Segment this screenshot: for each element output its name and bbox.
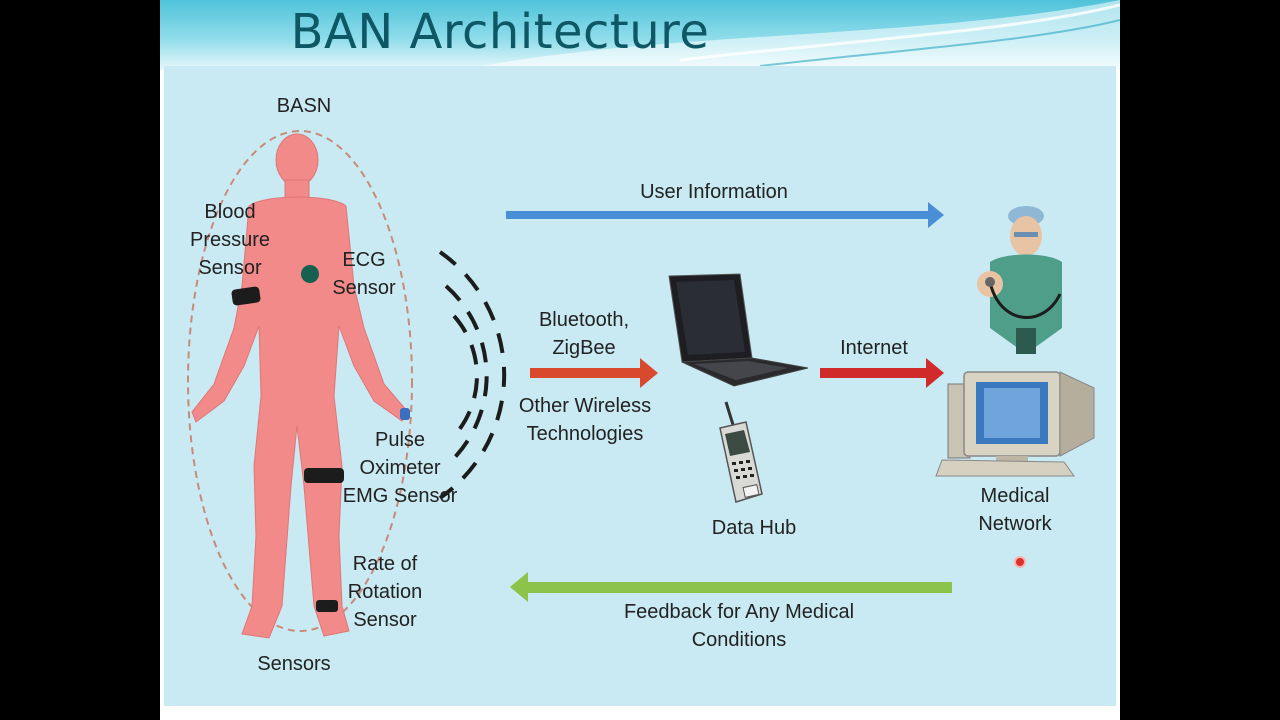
mobile-phone-icon [719, 401, 763, 503]
diagram-graphics [187, 130, 1095, 639]
label-basn: BASN [276, 95, 332, 117]
emg-sensor-band [304, 468, 344, 483]
blood-pressure-band [231, 286, 261, 306]
wireless-signal-icon [438, 250, 507, 500]
rotation-sensor-band [316, 600, 338, 612]
label-data-hub: Data Hub [711, 517, 797, 539]
label-blood-pressure-sensor: Blood Pressure Sensor [189, 201, 271, 279]
label-bluetooth-zigbee: Bluetooth, ZigBee [538, 309, 630, 359]
internet-link-arrow [820, 358, 944, 388]
slide-header-banner [160, 0, 1120, 70]
label-ecg-sensor: ECG Sensor [332, 249, 396, 299]
wireless-link-arrow [530, 358, 658, 388]
header-wave-decoration [460, 0, 1120, 70]
label-internet: Internet [840, 337, 908, 359]
label-sensors: Sensors [257, 653, 331, 675]
label-feedback-medical-conditions: Feedback for Any Medical Conditions [623, 601, 855, 651]
feedback-arrow [510, 572, 952, 602]
label-other-wireless-technologies: Other Wireless Technologies [518, 395, 652, 445]
pulse-oximeter-clip [400, 408, 410, 420]
slide: BAN Architecture [160, 0, 1120, 720]
label-pulse-oximeter-emg-sensor: Pulse Oximeter EMG Sensor [342, 429, 458, 507]
computer-monitor-icon [935, 371, 1095, 477]
doctor-icon [977, 206, 1062, 354]
label-user-information: User Information [640, 181, 788, 203]
basn-boundary-ellipse [187, 130, 413, 632]
label-medical-network: Medical Network [978, 485, 1052, 535]
label-rotation-sensor: Rate of Rotation Sensor [347, 553, 423, 631]
ecg-sensor-dot [301, 265, 319, 283]
ban-architecture-diagram: BASN Blood Pressure Sensor ECG Sensor Pu… [164, 66, 1116, 706]
slide-title: BAN Architecture [290, 4, 710, 60]
user-information-arrow [506, 202, 944, 228]
pointer-indicator-dot [1016, 558, 1024, 566]
human-body-figure [191, 133, 408, 639]
laptop-icon [668, 273, 809, 387]
